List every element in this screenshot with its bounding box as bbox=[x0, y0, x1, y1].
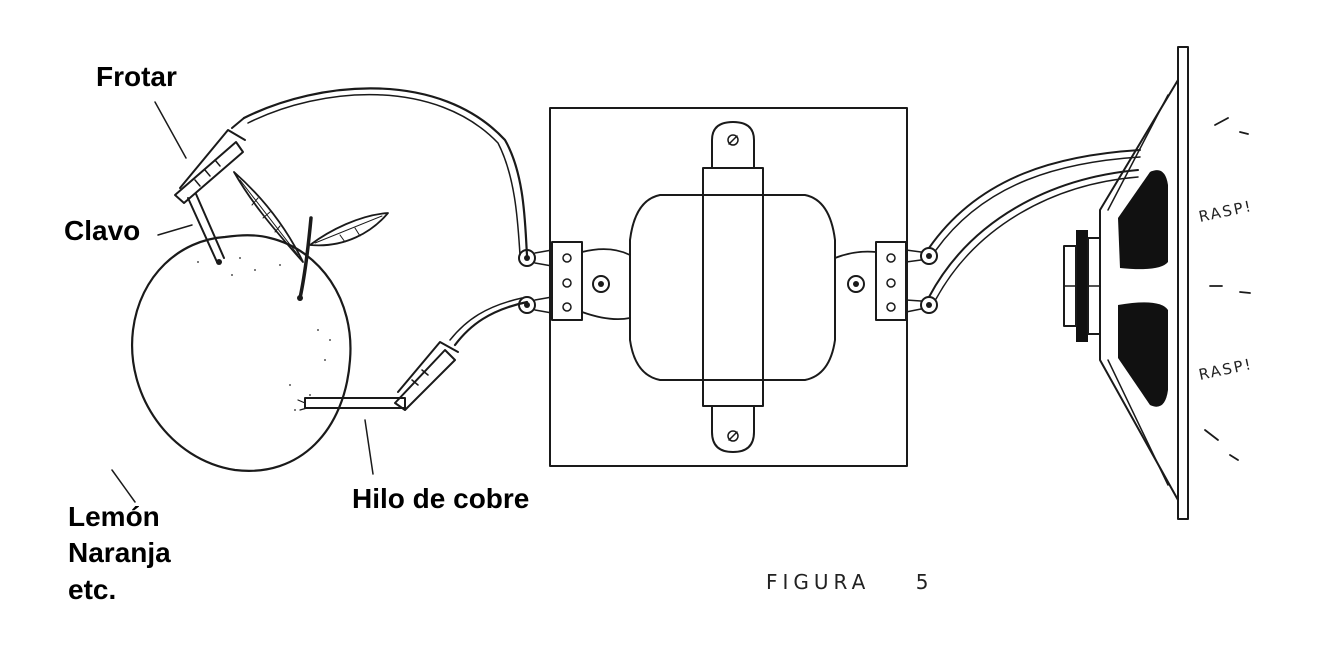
label-fruit-line2: Naranja bbox=[68, 537, 171, 568]
figure-caption: FIGURA 5 bbox=[766, 570, 933, 594]
fruit-stem bbox=[298, 216, 313, 300]
leaf-left-vein bbox=[239, 179, 299, 256]
transformer-board bbox=[549, 107, 908, 467]
wire-bottom bbox=[453, 300, 529, 347]
leader-copper bbox=[364, 419, 374, 475]
copper-wire bbox=[297, 397, 406, 411]
speaker-window-top bbox=[1118, 170, 1168, 270]
leader-rub bbox=[154, 101, 187, 159]
speaker-wires bbox=[928, 149, 1141, 300]
leaf-right-vein bbox=[314, 215, 383, 244]
fruit-outline bbox=[130, 234, 352, 472]
alligator-clip-top bbox=[174, 117, 246, 204]
wire-top bbox=[242, 87, 529, 257]
alligator-clip-bottom bbox=[394, 341, 459, 411]
leader-nail bbox=[157, 224, 193, 236]
transformer bbox=[629, 121, 836, 453]
label-nail: Clavo bbox=[64, 215, 140, 246]
sound-marks bbox=[1204, 117, 1251, 461]
leader-fruit bbox=[111, 469, 136, 503]
label-sound-2: RASP! bbox=[1197, 355, 1254, 384]
label-copper-wire: Hilo de cobre bbox=[352, 483, 529, 514]
leader-lines bbox=[111, 101, 374, 503]
label-rub: Frotar bbox=[96, 61, 177, 92]
label-fruit-line1: Lemón bbox=[68, 501, 160, 532]
leaf-right bbox=[309, 212, 389, 247]
terminal-strip-right bbox=[834, 241, 938, 321]
speaker-window-bottom bbox=[1118, 302, 1168, 407]
label-sound-1: RASP! bbox=[1197, 197, 1254, 226]
fruit-texture bbox=[197, 257, 331, 411]
leaf-left bbox=[233, 171, 304, 263]
speaker-magnet bbox=[1076, 230, 1088, 342]
terminal-strip-left bbox=[518, 241, 631, 321]
stem-base bbox=[297, 295, 303, 301]
fruit bbox=[130, 171, 389, 472]
label-fruit-line3: etc. bbox=[68, 574, 116, 605]
nail bbox=[187, 193, 225, 265]
loudspeaker bbox=[1063, 46, 1189, 520]
